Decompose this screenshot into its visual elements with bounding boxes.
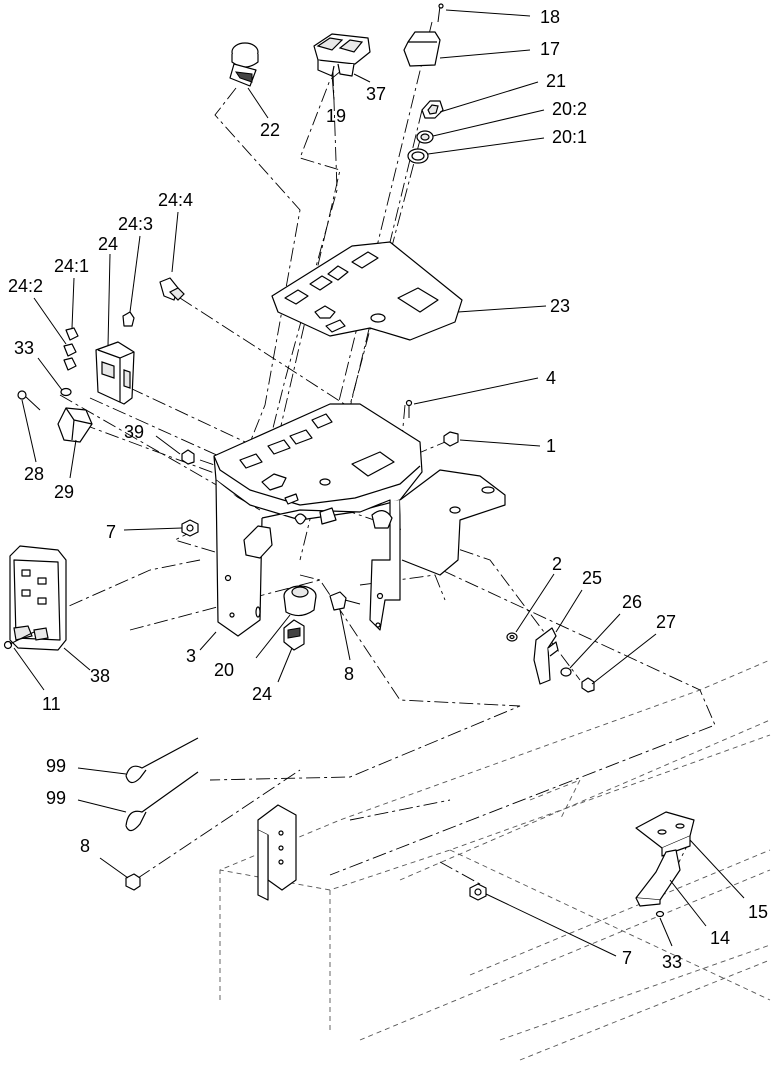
callout-1: 1 (546, 436, 556, 456)
callout-21: 21 (546, 71, 566, 91)
callout-3: 3 (186, 646, 196, 666)
callout-18: 18 (540, 7, 560, 27)
callout-24-4: 24:4 (158, 190, 193, 210)
part-29-housing (57, 407, 93, 443)
part-24-3-clip (122, 311, 135, 327)
part-33-washer (60, 387, 72, 397)
callout-15: 15 (748, 902, 768, 922)
callout-29: 29 (54, 482, 74, 502)
part-19-37-switches (313, 33, 371, 77)
part-24-1-24-2-clips (63, 327, 79, 371)
part-17-cap (403, 31, 441, 67)
callout-14: 14 (710, 928, 730, 948)
callout-24: 24 (98, 234, 118, 254)
part-26-washer (560, 667, 572, 677)
part-1-nut (443, 431, 459, 447)
callout-99-lower: 99 (46, 788, 66, 808)
chassis-frame (219, 659, 771, 1061)
part-23-plate (271, 241, 463, 341)
callout-24-1: 24:1 (54, 256, 89, 276)
part-20-switch (283, 585, 317, 617)
callout-19: 19 (326, 106, 346, 126)
part-24-lower-connector (283, 619, 305, 651)
callout-24-2: 24:2 (8, 276, 43, 296)
part-7-nut-lower (469, 883, 487, 901)
callout-4: 4 (546, 368, 556, 388)
part-22-knob (229, 42, 259, 87)
callout-20-2: 20:2 (552, 99, 587, 119)
callout-17: 17 (540, 39, 560, 59)
callout-7-upper: 7 (106, 522, 116, 542)
part-28-screw (17, 390, 41, 411)
part-20-2-washer (416, 130, 434, 144)
callout-28: 28 (24, 464, 44, 484)
part-33-washer-lower (655, 910, 665, 918)
part-14-hinge (635, 849, 681, 907)
callout-20: 20 (214, 660, 234, 680)
part-38-module (9, 545, 67, 651)
callout-33-lower: 33 (662, 952, 682, 972)
callouts: 18 17 21 20:2 20:1 22 19 37 24:4 24:3 24… (8, 7, 768, 972)
callout-8-upper: 8 (344, 664, 354, 684)
part-8-bolt-upper (329, 591, 361, 611)
callout-23: 23 (550, 296, 570, 316)
callout-8-lower: 8 (80, 836, 90, 856)
callout-11: 11 (42, 694, 61, 714)
part-20-1-washer (407, 148, 429, 164)
callout-25: 25 (582, 568, 602, 588)
callout-22: 22 (260, 120, 280, 140)
part-11-bolt (3, 631, 35, 650)
part-24-4-plug (159, 277, 185, 301)
part-27-bolt (581, 677, 595, 693)
callout-33-upper: 33 (14, 338, 34, 358)
callout-26: 26 (622, 592, 642, 612)
part-24-connector (95, 341, 135, 405)
callout-39: 39 (124, 422, 144, 442)
part-25-lever (533, 627, 559, 685)
part-18-screw (437, 3, 444, 23)
callout-7-lower: 7 (622, 948, 632, 968)
part-21-nut (421, 100, 444, 119)
callout-24-3: 24:3 (118, 214, 153, 234)
callout-27: 27 (656, 612, 676, 632)
part-2-washer (506, 632, 518, 642)
part-15-bracket (635, 811, 695, 857)
part-99-cable-ties (125, 737, 199, 832)
callout-37: 37 (366, 84, 386, 104)
callout-20-1: 20:1 (552, 127, 587, 147)
part-3-console-bracket (213, 403, 506, 637)
part-4-screw (405, 399, 413, 418)
part-8-bolt-lower (125, 873, 141, 891)
part-39-nut (181, 449, 195, 465)
callout-24-lower: 24 (252, 684, 272, 704)
frame-bracket (257, 804, 297, 901)
callout-2: 2 (552, 554, 562, 574)
callout-99-upper: 99 (46, 756, 66, 776)
leader-lines (13, 9, 745, 957)
callout-38: 38 (90, 666, 110, 686)
part-7-nut-upper (181, 519, 199, 537)
